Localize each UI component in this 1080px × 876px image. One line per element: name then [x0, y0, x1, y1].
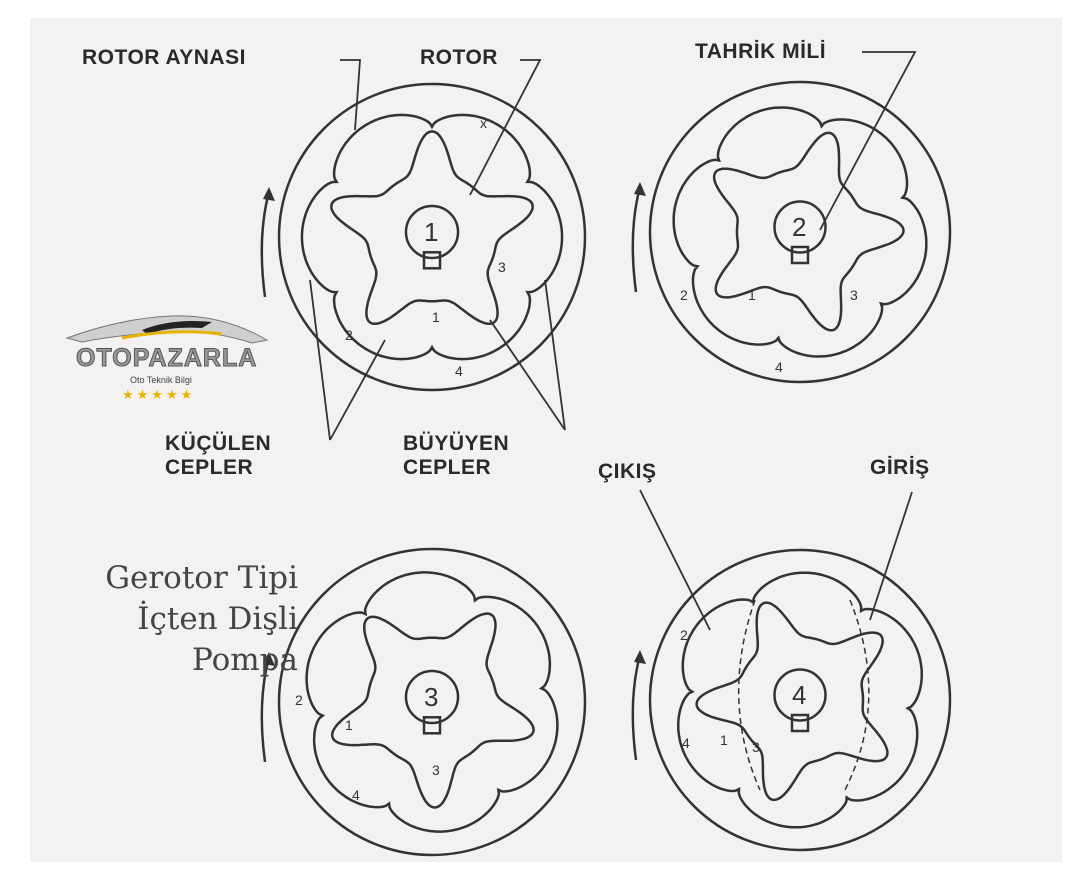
- label-line: CEPLER: [165, 456, 254, 479]
- pocket-mark: 4: [682, 735, 690, 751]
- drive-shaft: [773, 668, 827, 722]
- otopazarla-logo: OTOPAZARLA Oto Teknik Bilgi ★★★★★: [62, 308, 277, 408]
- rotor-number: 2: [792, 212, 806, 242]
- pocket-mark: 1: [345, 717, 353, 733]
- page-title: Gerotor Tipi İçten Dişli Pompa: [40, 558, 298, 681]
- label-cikis: ÇIKIŞ: [598, 460, 657, 483]
- pocket-mark: 4: [775, 359, 783, 375]
- label-line: CEPLER: [403, 456, 492, 479]
- shaft-key: [422, 251, 442, 270]
- pocket-mark: 4: [455, 363, 463, 379]
- drive-shaft: [404, 669, 460, 725]
- leader-line: [489, 319, 566, 431]
- label-rotor: ROTOR: [420, 46, 498, 69]
- rotor-number: 3: [424, 682, 438, 712]
- rotor-number: 4: [792, 680, 806, 710]
- leader-line: [819, 51, 917, 231]
- leader-line: [639, 489, 711, 631]
- label-line: BÜYÜYEN: [403, 432, 510, 455]
- outer-rotor: [672, 106, 928, 358]
- logo-wordmark: OTOPAZARLA: [75, 344, 258, 373]
- leader-line: [340, 59, 361, 131]
- inlet-port: [844, 599, 870, 791]
- outer-rotor: [676, 571, 924, 829]
- shaft-key: [790, 713, 810, 733]
- leader-line: [469, 59, 542, 196]
- outlet-port: [737, 599, 761, 791]
- pocket-mark: x: [480, 115, 487, 131]
- pocket-mark: 2: [680, 627, 688, 643]
- pocket-mark: 2: [345, 327, 353, 343]
- housing-circle: [648, 548, 952, 852]
- leader-line: [329, 339, 386, 441]
- pocket-mark: 1: [720, 732, 728, 748]
- rotation-arrow: [631, 186, 642, 293]
- car-icon: [65, 315, 269, 344]
- label-giris: GİRİŞ: [870, 456, 930, 479]
- leader-line: [869, 491, 913, 621]
- arrow-head: [634, 650, 646, 664]
- housing-circle: [648, 80, 952, 384]
- inner-rotor: [695, 601, 889, 802]
- pocket-mark: 3: [498, 259, 506, 275]
- pocket-mark: 2: [680, 287, 688, 303]
- arrow-head: [263, 187, 275, 201]
- inner-rotor: [330, 130, 534, 326]
- pocket-mark: 1: [748, 287, 756, 303]
- logo-tagline: Oto Teknik Bilgi: [130, 375, 192, 385]
- rotation-arrow: [260, 191, 271, 298]
- pocket-mark: 4: [352, 787, 360, 803]
- drive-shaft: [773, 200, 827, 254]
- housing-circle: [277, 547, 587, 857]
- pocket-mark: 3: [850, 287, 858, 303]
- label-tahrik-mili: TAHRİK MİLİ: [695, 40, 827, 63]
- outer-rotor: [305, 571, 559, 833]
- inner-rotor: [712, 131, 905, 332]
- shaft-key: [790, 245, 810, 265]
- rotor-number: 1: [424, 217, 438, 247]
- pocket-mark: 1: [432, 309, 440, 325]
- leader-line: [309, 279, 331, 441]
- star-icons: ★★★★★: [122, 387, 196, 402]
- housing-circle: [277, 82, 587, 392]
- rotation-arrow: [631, 654, 642, 761]
- shaft-key: [422, 716, 442, 735]
- outer-rotor: [300, 113, 564, 361]
- leader-line: [544, 279, 566, 431]
- label-line: KÜÇÜLEN: [165, 432, 272, 455]
- drive-shaft: [404, 204, 460, 260]
- label-rotor-aynasi: ROTOR AYNASI: [82, 46, 246, 69]
- arrow-head: [263, 652, 275, 666]
- inner-rotor: [330, 612, 535, 809]
- title-line: Pompa: [192, 642, 298, 678]
- title-line: Gerotor Tipi: [105, 560, 298, 596]
- scanned-page: [30, 18, 1062, 862]
- pocket-mark: 3: [432, 762, 440, 778]
- arrow-head: [634, 182, 646, 196]
- pocket-mark: 2: [295, 692, 303, 708]
- title-line: İçten Dişli: [137, 601, 298, 637]
- pocket-mark: 3: [752, 739, 760, 755]
- rotation-arrow: [260, 656, 271, 763]
